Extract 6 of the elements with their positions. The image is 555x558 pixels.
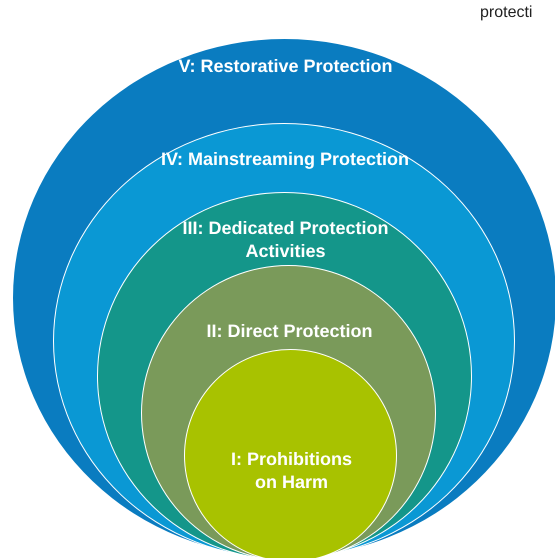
- ring-title: V: Restorative Protection: [177, 55, 394, 78]
- ring-title: IV: Mainstreaming Protection: [160, 148, 410, 171]
- cut-off-text: protecti: [480, 4, 532, 22]
- ring-title: I: Prohibitions on Harm: [230, 448, 353, 494]
- ring-title: III: Dedicated Protection Activities: [181, 217, 390, 263]
- ring-title: II: Direct Protection: [205, 320, 374, 343]
